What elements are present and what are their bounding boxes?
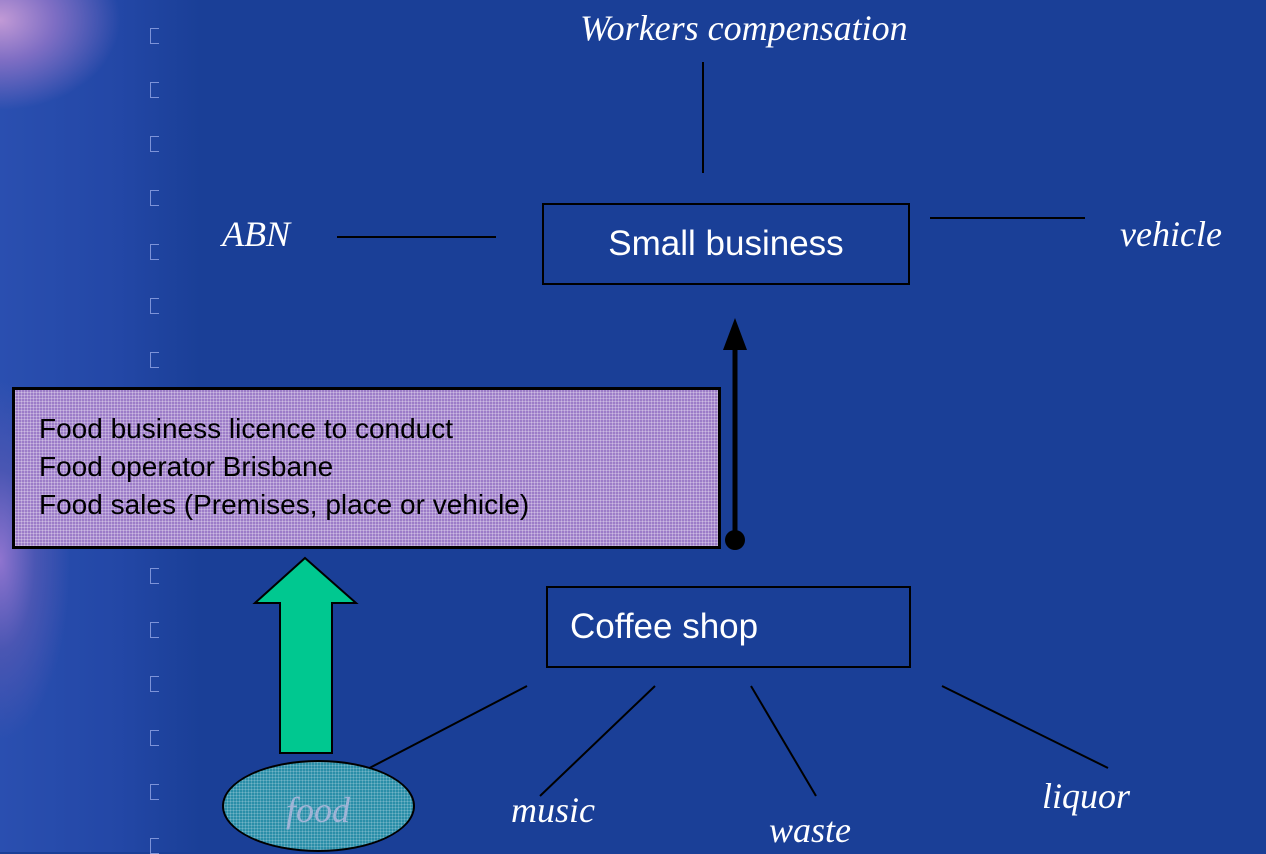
film-hole (150, 730, 159, 746)
film-hole (150, 28, 159, 44)
coffee-shop-node: Coffee shop (546, 586, 911, 668)
licence-item: Food operator Brisbane (39, 451, 334, 482)
film-hole (150, 136, 159, 152)
label-waste: waste (769, 810, 852, 850)
connector-waste (750, 685, 817, 797)
label-liquor: liquor (1042, 776, 1131, 816)
label-workers-compensation: Workers compensation (580, 8, 908, 48)
film-hole (150, 352, 159, 368)
connector-liquor (941, 685, 1109, 769)
coffee-shop-label: Coffee shop (570, 607, 759, 646)
label-music: music (511, 790, 595, 830)
food-ellipse (222, 760, 415, 852)
green-arrow (252, 556, 359, 754)
black-arrow-head (723, 318, 747, 350)
black-arrow-tail (725, 530, 745, 550)
film-hole (150, 298, 159, 314)
film-hole (150, 622, 159, 638)
connector-food (355, 685, 528, 776)
label-food: food (286, 790, 351, 830)
label-vehicle: vehicle (1120, 214, 1222, 254)
film-hole (150, 568, 159, 584)
small-business-label: Small business (608, 224, 844, 263)
film-hole (150, 784, 159, 800)
connector-music (539, 685, 656, 797)
film-hole (150, 82, 159, 98)
label-abn: ABN (222, 214, 290, 254)
film-hole (150, 676, 159, 692)
film-hole (150, 244, 159, 260)
licence-item: Food business licence to conduct (39, 413, 454, 444)
licence-item: Food sales (Premises, place or vehicle) (39, 489, 530, 520)
film-hole (150, 190, 159, 206)
food-licences-box: Food business licence to conduct Food op… (12, 387, 721, 549)
small-business-node: Small business (542, 203, 910, 285)
